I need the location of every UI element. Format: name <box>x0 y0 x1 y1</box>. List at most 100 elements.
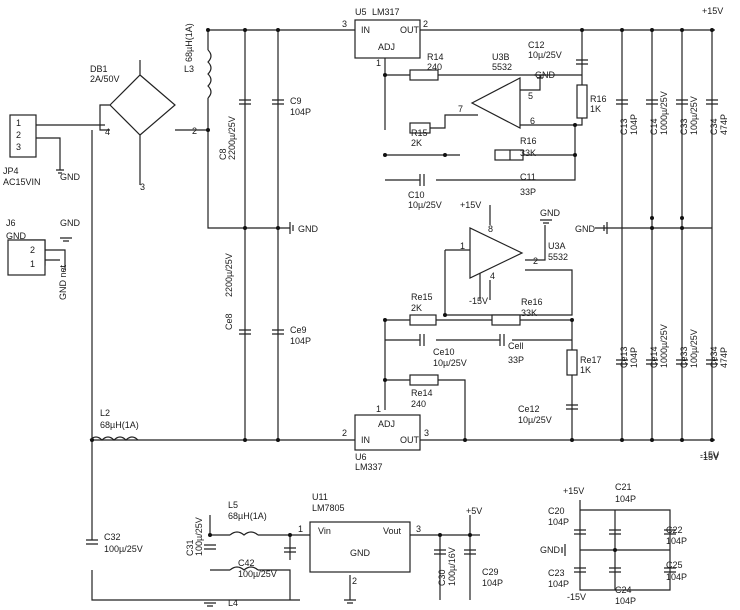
label-re15v: 2K <box>411 303 422 313</box>
label-r16bv: 33K <box>520 148 536 158</box>
label-u3b: U3B <box>492 52 510 62</box>
label-gnd1: GND <box>535 70 556 80</box>
label-u11g: GND <box>350 548 371 558</box>
jp4-connector <box>9 114 37 158</box>
label-l3v: 68µH(1A) <box>184 23 194 62</box>
label-l3: L3 <box>184 64 194 74</box>
label-gnd3: GND <box>540 208 561 218</box>
label-j6p2: 2 <box>30 245 35 255</box>
label-p1: 1 <box>460 241 465 251</box>
label-c30: C30 <box>437 569 447 586</box>
label-ce10: Ce10 <box>433 347 455 357</box>
label-jp4: JP4 <box>3 166 19 176</box>
label-jp4v: AC15VIN <box>3 177 41 187</box>
label-u6p2: 2 <box>342 428 347 438</box>
label-u6v: LM337 <box>355 462 383 472</box>
label-ce33: Ce33 <box>679 346 689 368</box>
label-c13: C13 <box>619 118 629 135</box>
label-c9v: 104P <box>290 107 311 117</box>
label-gndnet: GND net <box>58 264 68 300</box>
label-l2v: 68µH(1A) <box>100 420 139 430</box>
label-j3: 3 <box>16 142 21 152</box>
u3a-triangle <box>469 227 524 279</box>
label-u5p2: 2 <box>423 19 428 29</box>
label-c13v: 104P <box>629 114 639 135</box>
label-j2: 2 <box>16 130 21 140</box>
label-r15v: 2K <box>411 138 422 148</box>
label-c34v: 474P <box>719 114 729 135</box>
label-c11v: 33P <box>520 187 536 197</box>
label-p7: 7 <box>458 104 463 114</box>
label-cellv: 33P <box>508 355 524 365</box>
label-c20v: 104P <box>548 517 569 527</box>
label-ce33v: 100µ/25V <box>689 329 699 368</box>
label-c31: C31 <box>185 539 195 556</box>
label-ce8v: 2200µ/25V <box>224 253 234 297</box>
label-c20: C20 <box>548 506 565 516</box>
label-u5p3: 3 <box>342 19 347 29</box>
re17-body <box>566 349 578 376</box>
label-u5out: OUT <box>400 25 420 35</box>
label-l5v: 68µH(1A) <box>228 511 267 521</box>
re14-body <box>409 374 439 386</box>
label-j6: J6 <box>6 218 16 228</box>
label-u6in: IN <box>361 435 370 445</box>
label-r14v: 240 <box>427 62 442 72</box>
label-u3av: 5532 <box>548 252 568 262</box>
label-r16v: 1K <box>590 104 601 114</box>
label-u3a: U3A <box>548 241 566 251</box>
label-c22v: 104P <box>666 536 687 546</box>
label-c12: C12 <box>528 40 545 50</box>
label-r16: R16 <box>590 94 607 104</box>
label-cell: Cell <box>508 341 524 351</box>
ground-symbols <box>56 74 608 607</box>
label-c33v: 100µ/25V <box>689 96 699 135</box>
label-vout: Vout <box>383 526 402 536</box>
label-u5in: IN <box>361 25 370 35</box>
r16b-body <box>494 149 524 161</box>
label-c10v: 10µ/25V <box>408 200 442 210</box>
label-c14: C14 <box>649 118 659 135</box>
label-ce14: Ce14 <box>649 346 659 368</box>
label-re14: Re14 <box>411 388 433 398</box>
label-db1v: 2A/50V <box>90 74 120 84</box>
r16-body <box>576 84 588 119</box>
l5-coil <box>229 531 259 536</box>
label-ce34v: 474P <box>719 347 729 368</box>
label-u11p1: 1 <box>298 524 303 534</box>
label-c33: C33 <box>679 118 689 135</box>
label-c34: C34 <box>709 118 719 135</box>
label-p15c: +15V <box>563 486 584 496</box>
l2-coil <box>89 436 139 441</box>
label-c21: C21 <box>615 482 632 492</box>
wires <box>20 29 715 601</box>
label-ce12v: 10µ/25V <box>518 415 552 425</box>
label-r15: R15 <box>411 128 428 138</box>
label-c29: C29 <box>482 567 499 577</box>
label-vin: Vin <box>318 526 331 536</box>
l4-coil <box>229 566 259 571</box>
label-u6out: OUT <box>400 435 420 445</box>
label-u6p1: 1 <box>376 404 381 414</box>
label-c22: C22 <box>666 525 683 535</box>
label-re14v: 240 <box>411 399 426 409</box>
label-c42v: 100µ/25V <box>238 569 277 579</box>
label-re16v: 33K <box>521 308 537 318</box>
u3b-triangle <box>470 77 521 129</box>
r14-body <box>409 69 439 81</box>
label-u11p3: 3 <box>416 524 421 534</box>
j6-connector <box>7 239 46 276</box>
label-c8v: 2200µ/25V <box>227 116 237 160</box>
label-re16: Re16 <box>521 297 543 307</box>
label-c14v: 1000µ/25V <box>659 91 669 135</box>
label-r16b: R16 <box>520 136 537 146</box>
label-c32: C32 <box>104 532 121 542</box>
label-u11: U11 <box>312 492 328 502</box>
label-ce13: Ce13 <box>619 346 629 368</box>
label-r14: R14 <box>427 52 444 62</box>
label-db2: 2 <box>192 126 197 136</box>
label-c12v: 10µ/25V <box>528 50 562 60</box>
label-m15c: -15V <box>567 592 586 602</box>
label-j1: 1 <box>16 118 21 128</box>
